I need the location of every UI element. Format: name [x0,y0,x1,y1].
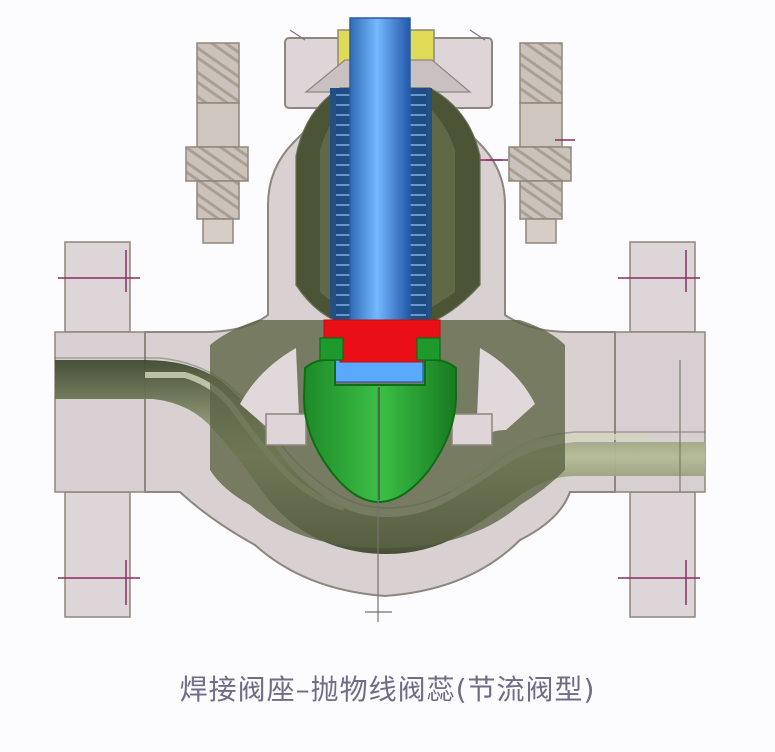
valve-stem [334,17,424,383]
left-bolt-stack [185,42,249,244]
right-flange [614,241,706,618]
seat-right [451,413,493,446]
small-marks [289,29,575,161]
parabolic-plug [302,337,457,504]
seat-left [265,413,307,446]
right-bolt-stack [486,42,572,244]
left-flange [54,241,146,618]
centerlines [365,360,681,622]
diagram-caption: 焊接阀座–抛物线阀蕊(节流阀型) [179,673,596,706]
valve-cross-section-diagram [54,17,706,622]
